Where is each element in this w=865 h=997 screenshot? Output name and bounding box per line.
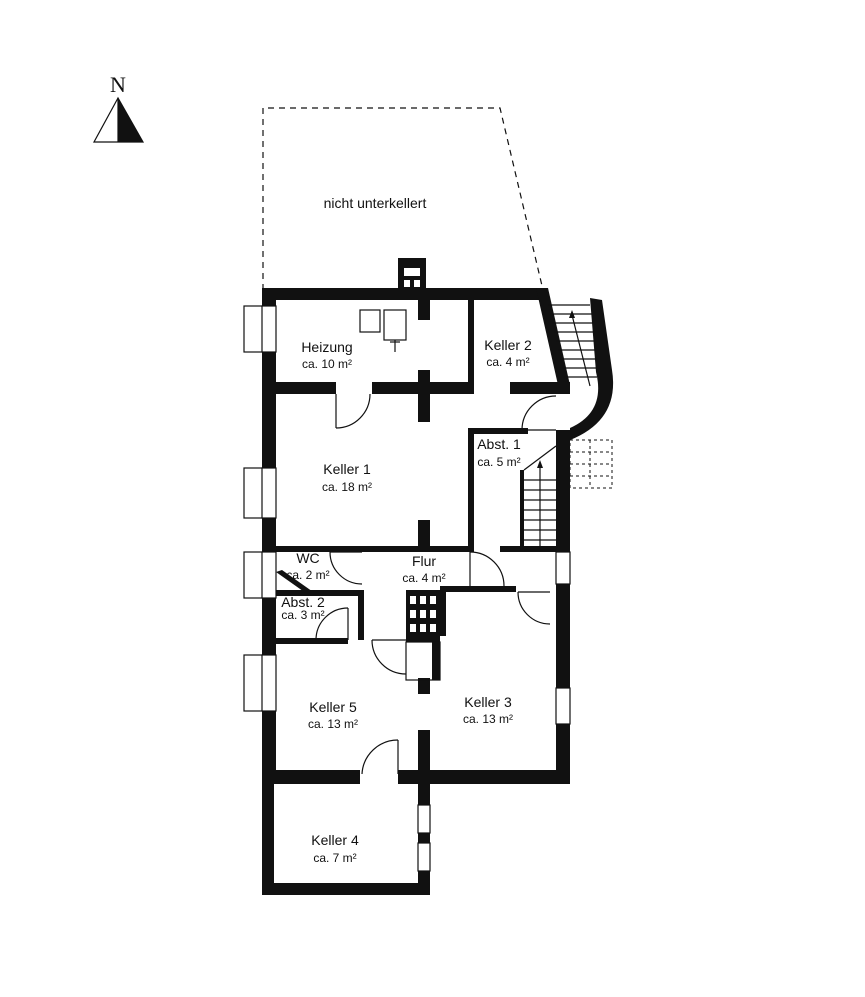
- exterior-steps-dashed: [569, 439, 613, 489]
- unexcavated-label: nicht unterkellert: [324, 195, 427, 211]
- room-area-keller2: ca. 4 m²: [486, 355, 529, 369]
- north-arrow-icon: [92, 96, 145, 143]
- doors: [315, 393, 557, 775]
- chimney: [398, 258, 426, 290]
- room-name-keller1: Keller 1: [323, 461, 371, 477]
- room-name-flur: Flur: [412, 553, 436, 569]
- room-area-abst2: ca. 3 m²: [281, 608, 324, 622]
- room-area-abst1: ca. 5 m²: [477, 455, 520, 469]
- room-area-keller1: ca. 18 m²: [322, 480, 372, 494]
- unexcavated-outline: [262, 107, 544, 291]
- windows-right: [417, 551, 571, 872]
- north-label: N: [110, 72, 126, 97]
- room-name-abst2: Abst. 2: [281, 594, 325, 610]
- room-name-abst1: Abst. 1: [477, 436, 521, 452]
- room-area-keller5: ca. 13 m²: [308, 717, 358, 731]
- room-name-keller2: Keller 2: [484, 337, 532, 353]
- room-area-keller4: ca. 7 m²: [313, 851, 356, 865]
- exterior-stair: [548, 298, 614, 440]
- room-area-heizung: ca. 10 m²: [302, 357, 352, 371]
- room-area-wc: ca. 2 m²: [286, 568, 329, 582]
- room-name-keller3: Keller 3: [464, 694, 512, 710]
- room-name-keller5: Keller 5: [309, 699, 357, 715]
- column-stack: [405, 590, 441, 681]
- interior-walls: [276, 300, 556, 774]
- room-name-wc: WC: [296, 550, 319, 566]
- interior-stair: [523, 445, 557, 552]
- room-area-keller3: ca. 13 m²: [463, 712, 513, 726]
- room-name-keller4: Keller 4: [311, 832, 359, 848]
- windows-left: [243, 305, 277, 712]
- room-area-flur: ca. 4 m²: [402, 571, 445, 585]
- room-name-heizung: Heizung: [301, 339, 352, 355]
- boiler-icon: [359, 309, 407, 352]
